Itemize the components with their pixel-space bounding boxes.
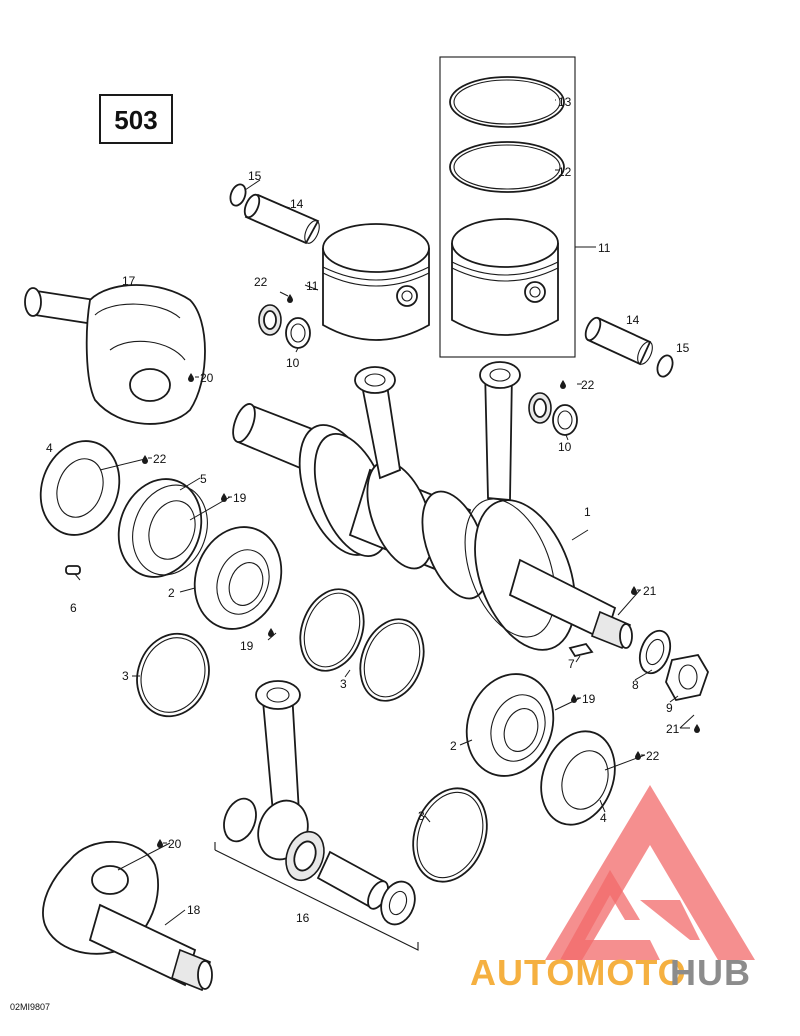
o-ring-left xyxy=(136,632,210,718)
oil-seal-right xyxy=(540,730,616,826)
lubricant-drop-icon xyxy=(560,380,566,389)
lubricant-drop-icon xyxy=(157,839,163,848)
o-ring-lower-right xyxy=(412,787,488,883)
callout-10-right: 10 xyxy=(558,440,572,454)
callout-labels: 13 12 11 15 14 11 22 10 17 20 14 15 22 1… xyxy=(46,95,690,925)
needle-bearing-left xyxy=(258,304,311,349)
callout-14-upper: 14 xyxy=(290,197,304,211)
callout-20-lower: 20 xyxy=(168,837,182,851)
callout-4-right: 4 xyxy=(600,811,607,825)
piston xyxy=(322,223,430,341)
piston-ring-top xyxy=(449,76,565,128)
callout-22-d: 22 xyxy=(646,749,660,763)
connecting-rod-kit xyxy=(214,680,419,951)
callout-7: 7 xyxy=(568,657,575,671)
lubricant-drop-icon xyxy=(571,694,577,703)
lubricant-drop-icon xyxy=(142,455,148,464)
dowel-pin xyxy=(65,565,81,575)
oil-seal-left xyxy=(39,440,121,536)
watermark-text-secondary: HUB xyxy=(670,952,751,993)
callout-22-c: 22 xyxy=(153,452,167,466)
lubricant-drop-icon xyxy=(631,586,637,595)
crankshaft-half-18 xyxy=(42,840,213,992)
callout-3-left: 3 xyxy=(122,669,129,683)
callout-3-right: 3 xyxy=(418,809,425,823)
callout-19-a: 19 xyxy=(233,491,247,505)
callout-2-left: 2 xyxy=(168,586,175,600)
crankshaft-half-17 xyxy=(24,284,206,425)
lubricant-drop-icon xyxy=(635,751,641,760)
callout-14-lower: 14 xyxy=(626,313,640,327)
callout-13: 13 xyxy=(558,95,572,109)
callout-4-left: 4 xyxy=(46,441,53,455)
watermark-text-primary: AUTOMOTO xyxy=(470,952,687,993)
lock-washer xyxy=(638,629,672,675)
piston-pin-upper xyxy=(243,193,320,245)
callout-15-upper: 15 xyxy=(248,169,262,183)
callout-9: 9 xyxy=(666,701,673,715)
ball-bearing-right xyxy=(465,673,555,777)
piston-kit-frame xyxy=(439,56,576,358)
callout-22-b: 22 xyxy=(581,378,595,392)
callout-dashes xyxy=(148,376,690,844)
watermark-logo: AUTOMOTO HUB xyxy=(470,785,755,993)
callout-11-piston: 11 xyxy=(306,279,319,293)
section-badge: 503 xyxy=(99,94,173,144)
callout-8: 8 xyxy=(632,678,639,692)
callout-5: 5 xyxy=(200,472,207,486)
callout-16: 16 xyxy=(296,911,310,925)
circlip-lower xyxy=(656,354,674,378)
lubricant-drop-icon xyxy=(694,724,700,733)
drawing-code: 02MI9807 xyxy=(10,1002,50,1012)
callout-2-right: 2 xyxy=(450,739,457,753)
o-ring-center-a xyxy=(299,588,365,672)
callout-19-b: 19 xyxy=(240,639,254,653)
crankshaft-nut xyxy=(665,653,709,702)
callout-21-b: 21 xyxy=(666,722,680,736)
callout-12: 12 xyxy=(558,165,572,179)
woodruff-key xyxy=(568,642,594,658)
lubricant-drop-icon xyxy=(287,294,293,303)
callout-10-left: 10 xyxy=(286,356,300,370)
callout-19-c: 19 xyxy=(582,692,596,706)
callout-18: 18 xyxy=(187,903,201,917)
circlip-upper xyxy=(229,183,247,207)
callout-6: 6 xyxy=(70,601,77,615)
callout-20-upper: 20 xyxy=(200,371,214,385)
crankshaft-assembly xyxy=(232,361,633,651)
callout-3-center: 3 xyxy=(340,677,347,691)
o-ring-center-b xyxy=(359,618,425,702)
needle-bearing-right xyxy=(528,392,578,436)
callout-15-lower: 15 xyxy=(676,341,690,355)
piston-pin-lower xyxy=(584,316,653,366)
piston-ring-second xyxy=(449,141,565,193)
callout-11-kit: 11 xyxy=(598,241,611,255)
callout-1: 1 xyxy=(584,505,591,519)
lubricant-drop-icon xyxy=(221,493,227,502)
piston-in-kit xyxy=(451,218,559,336)
section-number: 503 xyxy=(114,105,157,135)
lubricant-drop-icon xyxy=(268,628,274,637)
callout-21-a: 21 xyxy=(643,584,657,598)
ball-bearing-left xyxy=(193,526,283,630)
callout-22-a: 22 xyxy=(254,275,268,289)
callout-17: 17 xyxy=(122,274,136,288)
